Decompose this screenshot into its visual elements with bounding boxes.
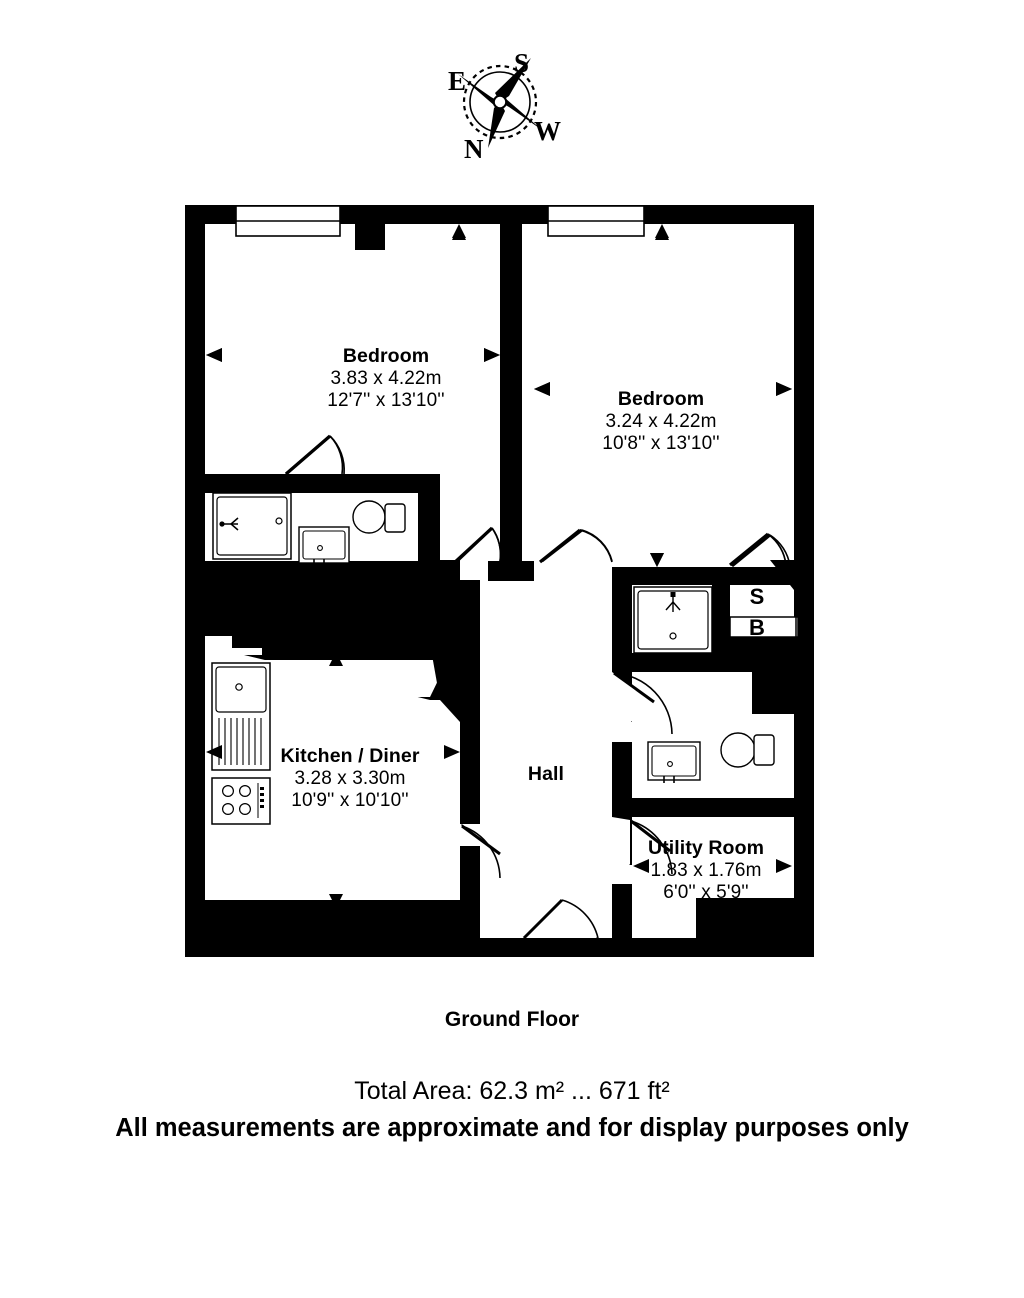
hall-taper: [432, 655, 460, 722]
compass-label-top: S: [514, 48, 530, 78]
room-dim-metric: 3.83 x 4.22m: [330, 368, 442, 389]
door-swings-overlay: [285, 434, 791, 940]
room-dim-imperial: 10'9'' x 10'10'': [291, 790, 409, 811]
compass-rose: S E W N: [438, 44, 568, 164]
kitchen-clear: [244, 660, 448, 697]
utility-floor: [632, 817, 794, 938]
room-label-kitchen-diner: Kitchen / Diner 3.28 x 3.30m 10'9'' x 10…: [280, 745, 419, 812]
room-dim-metric: 3.24 x 4.22m: [605, 411, 717, 432]
boiler-label: B: [749, 615, 765, 640]
room-name: Bedroom: [342, 345, 430, 367]
compass-label-right: W: [534, 116, 561, 146]
fixtures-overlay: [211, 492, 797, 825]
room-name: Bedroom: [617, 388, 705, 410]
room-dim-imperial: 12'7'' x 13'10'': [327, 390, 445, 411]
compass-label-bottom: N: [464, 134, 484, 164]
floor-title: Ground Floor: [444, 1008, 580, 1031]
room-dim-imperial: 6'0'' x 5'9'': [663, 882, 749, 903]
store-corner-cut: [770, 560, 794, 590]
wall-pier-bedroom-1: [355, 224, 385, 250]
kitchen-floor: [205, 655, 480, 900]
window-bedroom-1: [235, 205, 341, 237]
kitchen-notch-2: [205, 636, 232, 656]
room-dim-imperial: 10'8'' x 13'10'': [602, 433, 720, 454]
compass-label-left: E: [448, 66, 467, 96]
compass-rose-graphic: [458, 58, 542, 148]
room-name: Kitchen / Diner: [280, 745, 420, 767]
hall-floor: [452, 561, 652, 938]
dimension-arrows-overlay: [206, 226, 792, 915]
room-label-bedroom-2: Bedroom 3.24 x 4.22m 10'8'' x 13'10'': [602, 388, 719, 455]
room-label-utility-room: Utility Room 1.83 x 1.76m 6'0'' x 5'9'': [648, 837, 764, 904]
room-dim-metric: 1.83 x 1.76m: [650, 860, 762, 881]
room-label-hall: Hall: [528, 763, 564, 786]
disclaimer-text: All measurements are approximate and for…: [115, 1114, 909, 1142]
room-label-bedroom-1: Bedroom 3.83 x 4.22m 12'7'' x 13'10'': [327, 345, 444, 412]
room-name: Utility Room: [647, 837, 765, 859]
store-cupboard-label: S: [749, 584, 765, 609]
window-bedroom-2: [547, 205, 645, 237]
room-name: Hall: [527, 763, 565, 785]
total-area-text: Total Area: 62.3 m² ... 671 ft²: [354, 1077, 670, 1105]
room-dim-metric: 3.28 x 3.30m: [294, 768, 406, 789]
